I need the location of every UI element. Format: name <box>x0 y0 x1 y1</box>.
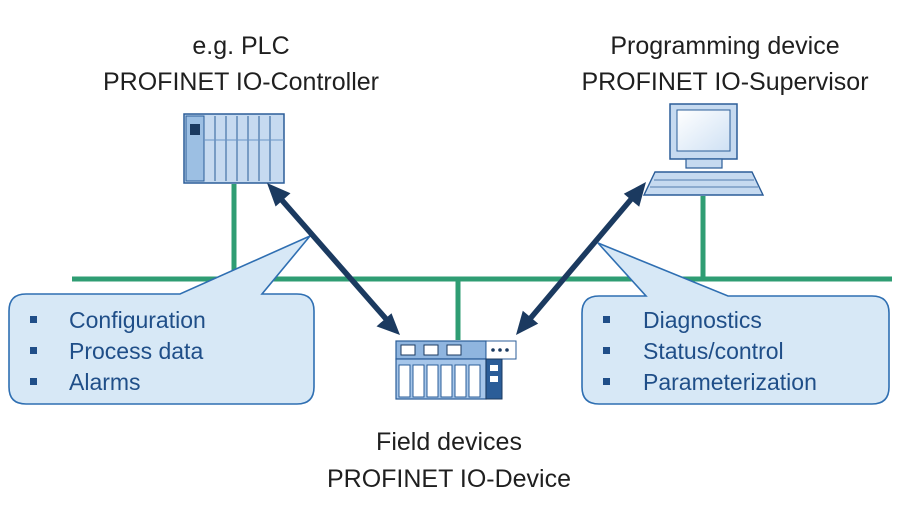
bullet-marker <box>603 316 610 323</box>
field-device-icon <box>395 340 517 400</box>
io-module <box>398 364 411 398</box>
bullet-marker <box>30 378 37 385</box>
bullet-item-configuration: Configuration <box>69 307 206 333</box>
device-label-line2: PROFINET IO-Device <box>327 465 571 493</box>
port-slot <box>490 376 498 382</box>
device-label-line1: Field devices <box>376 428 522 456</box>
status-led <box>498 348 502 352</box>
controller-device-arrow <box>267 183 400 335</box>
ethernet-network <box>72 184 892 340</box>
io-module <box>454 364 467 398</box>
bullet-marker <box>603 347 610 354</box>
arrow-head-device <box>376 313 400 335</box>
left-bubble-shape <box>8 235 315 405</box>
supervisor-device-arrow <box>516 182 646 335</box>
bullet-item-status-control: Status/control <box>643 338 784 364</box>
device-connector <box>423 344 439 356</box>
status-led <box>491 348 495 352</box>
controller-label-line1: e.g. PLC <box>192 32 289 60</box>
arrow-shaft <box>277 196 390 322</box>
bullet-item-process-data: Process data <box>69 338 203 364</box>
bullet-marker <box>30 347 37 354</box>
keyboard <box>642 171 765 196</box>
arrow-head-device <box>516 310 539 335</box>
supervisor-functions-bubble: Diagnostics Status/control Parameterizat… <box>581 242 890 405</box>
bullet-item-diagnostics: Diagnostics <box>643 307 762 333</box>
io-module <box>440 364 453 398</box>
device-connector <box>400 344 416 356</box>
io-module <box>426 364 439 398</box>
device-connector <box>446 344 462 356</box>
arrow-shaft <box>526 195 636 322</box>
arrow-head-supervisor <box>623 182 646 207</box>
controller-functions-bubble: Configuration Process data Alarms <box>8 235 315 405</box>
port-slot <box>490 365 498 371</box>
controller-label-line2: PROFINET IO-Controller <box>103 68 379 96</box>
bullet-item-alarms: Alarms <box>69 369 141 395</box>
bullet-marker <box>30 316 37 323</box>
communication-arrows <box>267 182 646 335</box>
monitor-screen <box>676 109 731 152</box>
status-led <box>505 348 509 352</box>
bullet-item-parameterization: Parameterization <box>643 369 817 395</box>
bullet-marker <box>603 378 610 385</box>
plc-icon <box>183 113 285 184</box>
io-module <box>468 364 481 398</box>
computer-icon <box>642 103 765 196</box>
monitor-stand <box>685 158 723 169</box>
supervisor-label-line1: Programming device <box>610 32 839 60</box>
plc-cpu-display <box>190 124 200 135</box>
node-labels: e.g. PLC PROFINET IO-Controller Programm… <box>103 32 869 493</box>
right-bubble-shape <box>581 242 890 405</box>
io-module <box>412 364 425 398</box>
arrow-head-controller <box>267 183 291 207</box>
supervisor-label-line2: PROFINET IO-Supervisor <box>581 68 868 96</box>
